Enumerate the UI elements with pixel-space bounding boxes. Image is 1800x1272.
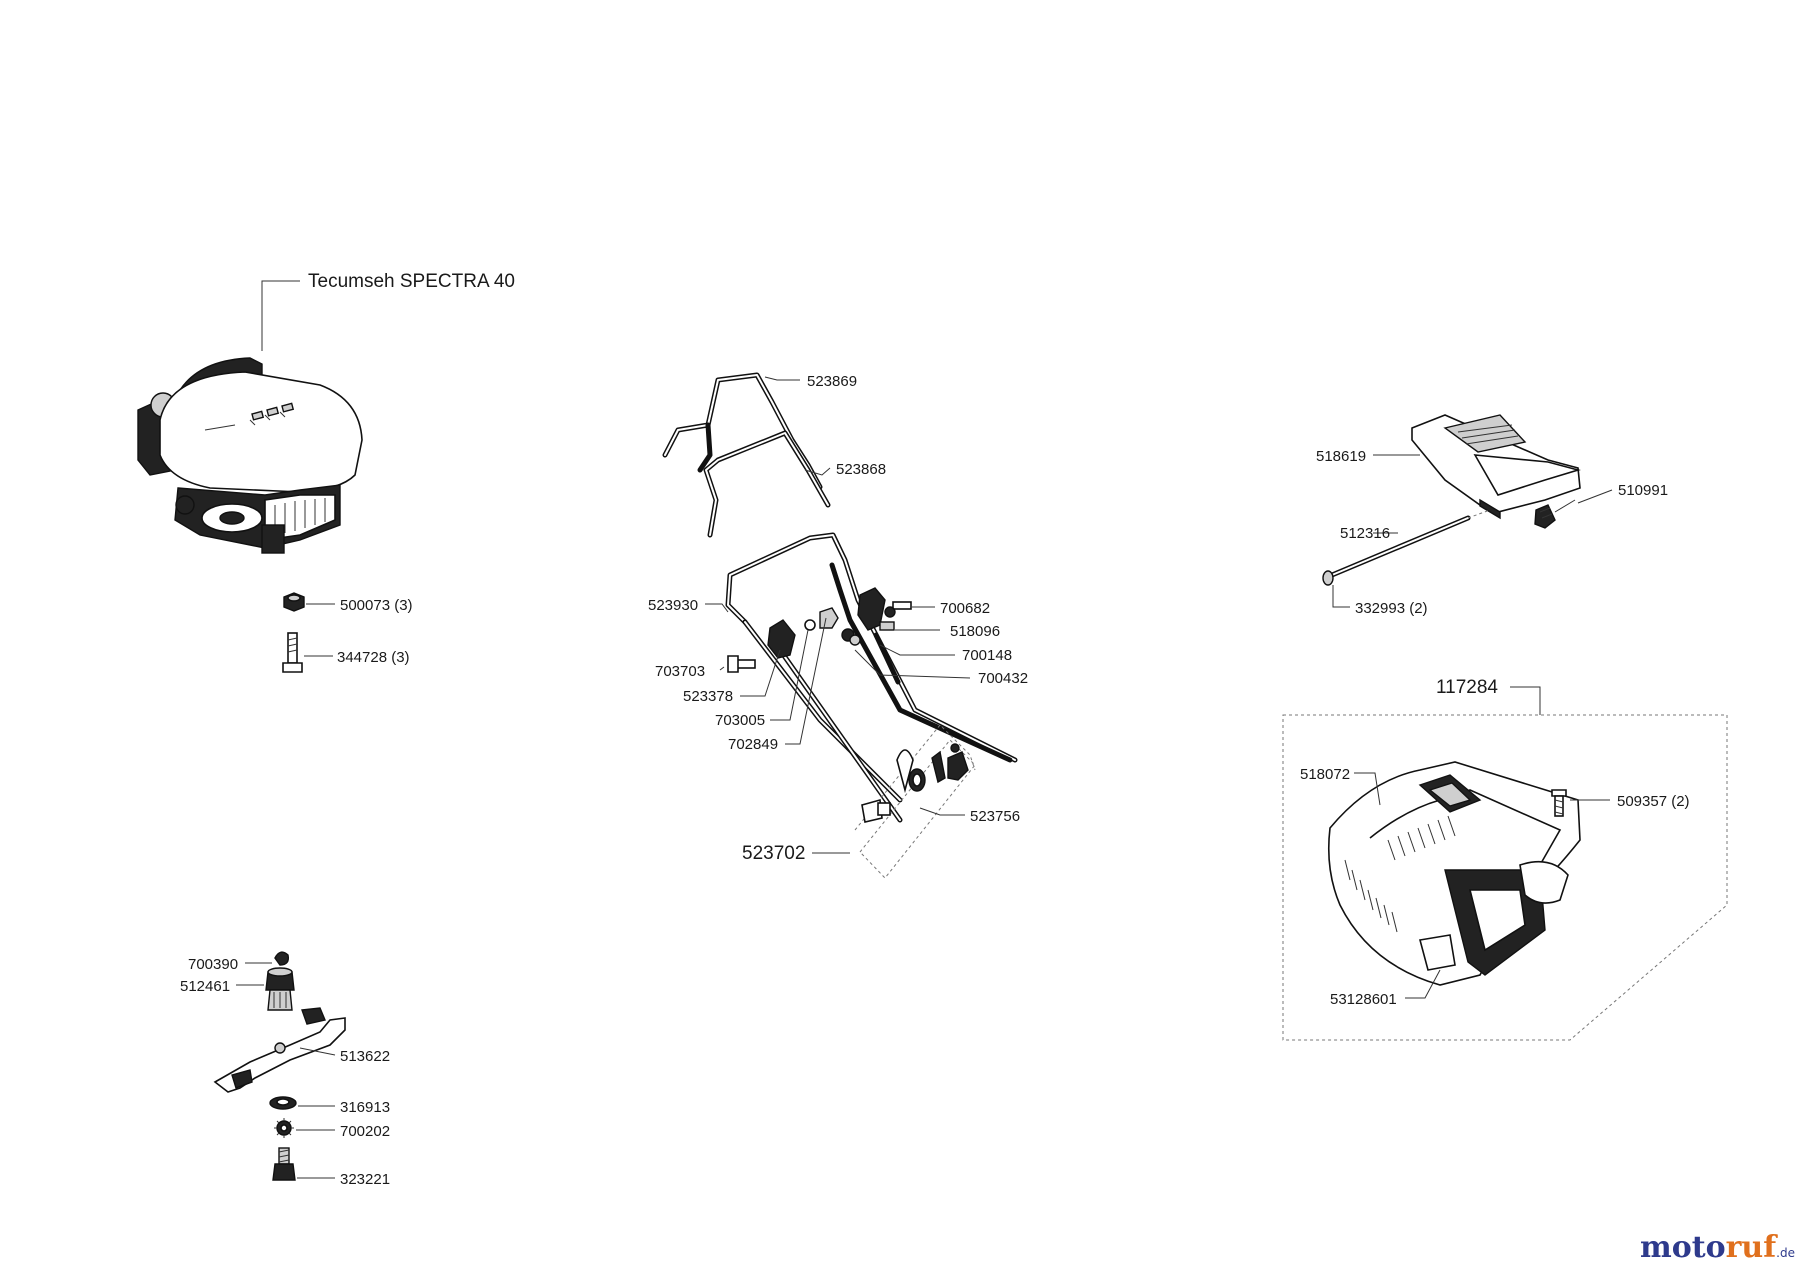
adapter-512461 (265, 967, 295, 1011)
label-523378: 523378 (683, 688, 733, 705)
flap-518619 (1411, 414, 1581, 520)
label-523868: 523868 (836, 461, 886, 478)
label-518072: 518072 (1300, 766, 1350, 783)
screw-509357 (1551, 789, 1567, 817)
label-703005: 703005 (715, 712, 765, 729)
label-512461: 512461 (180, 978, 230, 995)
logo-brand-a: moto (1640, 1230, 1726, 1265)
rear-flap-group: 518619 510991 512316 332993 (2) (1316, 414, 1668, 617)
label-323221: 323221 (340, 1171, 390, 1188)
washer-316913 (269, 1096, 297, 1110)
engine-label: Tecumseh SPECTRA 40 (308, 271, 515, 292)
cap-332993 (1322, 570, 1334, 586)
logo-brand-b: ruf (1726, 1230, 1779, 1265)
rod-512316 (1329, 509, 1491, 578)
label-500073: 500073 (3) (340, 597, 413, 614)
label-703703: 703703 (655, 663, 705, 680)
label-523702: 523702 (742, 843, 805, 864)
label-316913: 316913 (340, 1099, 390, 1116)
middle-bar-523868 (703, 430, 831, 538)
label-344728: 344728 (3) (337, 649, 410, 666)
spring-510991 (1534, 499, 1576, 529)
label-510991: 510991 (1618, 482, 1668, 499)
blade-group: 700390 512461 513622 316913 7 (180, 951, 390, 1188)
grass-catcher-group: 117284 518072 509357 (2) 53128601 (1282, 677, 1728, 1041)
label-509357: 509357 (2) (1617, 793, 1690, 810)
label-53128601: 53128601 (1330, 991, 1397, 1008)
label-332993: 332993 (2) (1355, 600, 1428, 617)
handle-group: 523869 523868 523930 (648, 372, 1028, 879)
label-518096: 518096 (950, 623, 1000, 640)
blade-513622 (213, 1007, 346, 1093)
logo-tld: .de (1776, 1246, 1795, 1260)
label-512316: 512316 (1340, 525, 1390, 542)
lower-bar-523930 (725, 532, 1018, 823)
clip-kit-523702 (854, 724, 976, 879)
label-700148: 700148 (962, 647, 1012, 664)
label-700432: 700432 (978, 670, 1028, 687)
label-700682: 700682 (940, 600, 990, 617)
clip-700390 (274, 951, 290, 966)
label-518619: 518619 (1316, 448, 1366, 465)
label-513622: 513622 (340, 1048, 390, 1065)
fasteners-left (727, 607, 839, 673)
label-700202: 700202 (340, 1123, 390, 1140)
engine-group: Tecumseh SPECTRA 40 (137, 271, 515, 673)
engine-illustration (137, 357, 363, 554)
bolt-344728 (282, 632, 303, 673)
label-700390: 700390 (188, 956, 238, 973)
label-702849: 702849 (728, 736, 778, 753)
label-523869: 523869 (807, 373, 857, 390)
label-523930: 523930 (648, 597, 698, 614)
fasteners-right (841, 587, 912, 685)
nut-500073 (283, 592, 305, 612)
upper-bar-523869 (662, 372, 823, 490)
motoruf-logo: motoruf.de (1640, 1230, 1795, 1265)
label-523756: 523756 (970, 808, 1020, 825)
bolt-323221 (272, 1147, 296, 1181)
logo-text: motoruf.de (1640, 1230, 1795, 1265)
lockwasher-700202 (274, 1118, 294, 1138)
label-117284: 117284 (1436, 677, 1498, 698)
catcher-bag-518072 (1327, 761, 1581, 986)
